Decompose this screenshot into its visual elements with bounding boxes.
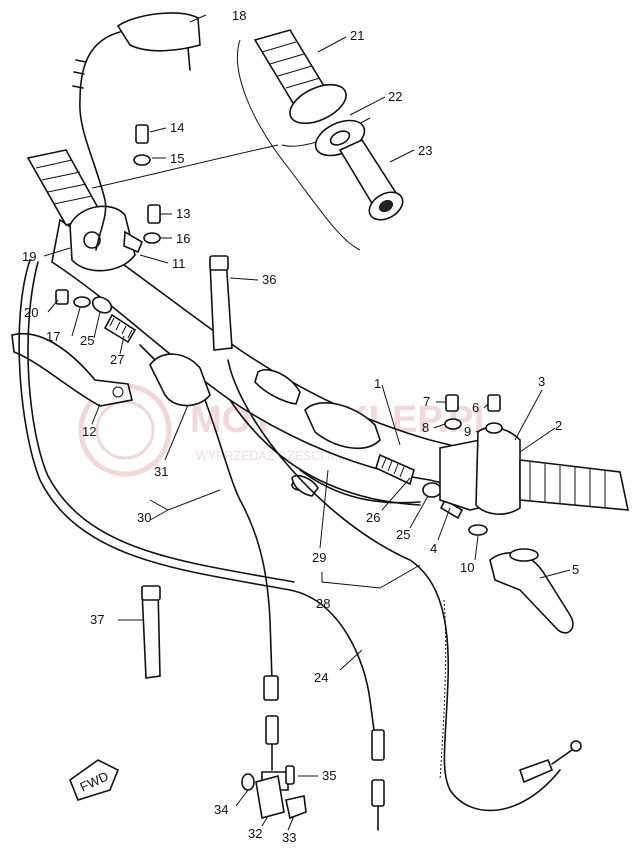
brake-lever bbox=[489, 548, 574, 634]
clutch-adjuster bbox=[91, 296, 137, 344]
label-4: 4 bbox=[430, 541, 437, 556]
label-16: 16 bbox=[176, 231, 190, 246]
label-22: 22 bbox=[388, 89, 402, 104]
label-32: 32 bbox=[248, 826, 262, 841]
label-35: 35 bbox=[322, 768, 336, 783]
label-24: 24 bbox=[314, 670, 328, 685]
cable-18 bbox=[72, 12, 201, 251]
left-lever-holder bbox=[69, 205, 143, 272]
throttle-cable-30-end bbox=[261, 675, 289, 791]
part-labels: 18 21 22 23 14 15 13 16 11 19 36 20 17 2… bbox=[22, 8, 579, 845]
label-33: 33 bbox=[282, 830, 296, 845]
label-25-left: 25 bbox=[80, 333, 94, 348]
throttle-cable-30 bbox=[204, 399, 273, 681]
label-29: 29 bbox=[312, 550, 326, 565]
label-5: 5 bbox=[572, 562, 579, 577]
label-9: 9 bbox=[464, 424, 471, 439]
label-10: 10 bbox=[460, 560, 474, 575]
label-6: 6 bbox=[472, 400, 479, 415]
label-34: 34 bbox=[214, 802, 228, 817]
clutch-lever bbox=[11, 332, 133, 407]
throttle-cable-28-end bbox=[518, 740, 582, 784]
hardware bbox=[55, 124, 503, 536]
label-27: 27 bbox=[110, 352, 124, 367]
label-19: 19 bbox=[22, 249, 36, 264]
label-36: 36 bbox=[262, 272, 276, 287]
label-18: 18 bbox=[232, 8, 246, 23]
label-21: 21 bbox=[350, 28, 364, 43]
inset-leader bbox=[91, 144, 279, 189]
label-11: 11 bbox=[172, 256, 186, 271]
cable-tie-37 bbox=[141, 585, 161, 679]
clutch-cable-24-end bbox=[371, 729, 385, 831]
cable-boot-31 bbox=[139, 344, 211, 407]
clutch-cable-24-inner bbox=[27, 261, 295, 583]
label-1: 1 bbox=[374, 376, 381, 391]
right-holder bbox=[439, 426, 521, 515]
throttle-flange-22 bbox=[289, 83, 366, 157]
throttle-inset bbox=[236, 29, 404, 251]
label-28: 28 bbox=[316, 596, 330, 611]
cable-tie-36 bbox=[209, 255, 233, 351]
throttle-cable-28 bbox=[227, 359, 561, 812]
leader-lines bbox=[43, 14, 571, 831]
right-grip bbox=[519, 459, 630, 511]
label-2: 2 bbox=[555, 418, 562, 433]
label-23: 23 bbox=[418, 143, 432, 158]
label-8: 8 bbox=[422, 420, 429, 435]
label-26: 26 bbox=[366, 510, 380, 525]
label-25-right: 25 bbox=[396, 527, 410, 542]
throttle-sleeve-23 bbox=[338, 138, 404, 221]
cable-boot-29 bbox=[254, 368, 381, 497]
watermark-logo-inner bbox=[95, 400, 155, 460]
fwd-indicator: FWD bbox=[69, 759, 120, 801]
label-17: 17 bbox=[46, 329, 60, 344]
label-15: 15 bbox=[170, 151, 184, 166]
label-13: 13 bbox=[176, 206, 190, 221]
label-20: 20 bbox=[24, 305, 38, 320]
clutch-cable-24 bbox=[18, 259, 379, 761]
label-3: 3 bbox=[538, 374, 545, 389]
label-7: 7 bbox=[423, 394, 430, 409]
label-31: 31 bbox=[154, 464, 168, 479]
label-30: 30 bbox=[137, 510, 151, 525]
label-14: 14 bbox=[170, 120, 184, 135]
label-37: 37 bbox=[90, 612, 104, 627]
cable-holder bbox=[241, 765, 307, 820]
brake-adjuster bbox=[375, 453, 464, 520]
label-12: 12 bbox=[82, 424, 96, 439]
